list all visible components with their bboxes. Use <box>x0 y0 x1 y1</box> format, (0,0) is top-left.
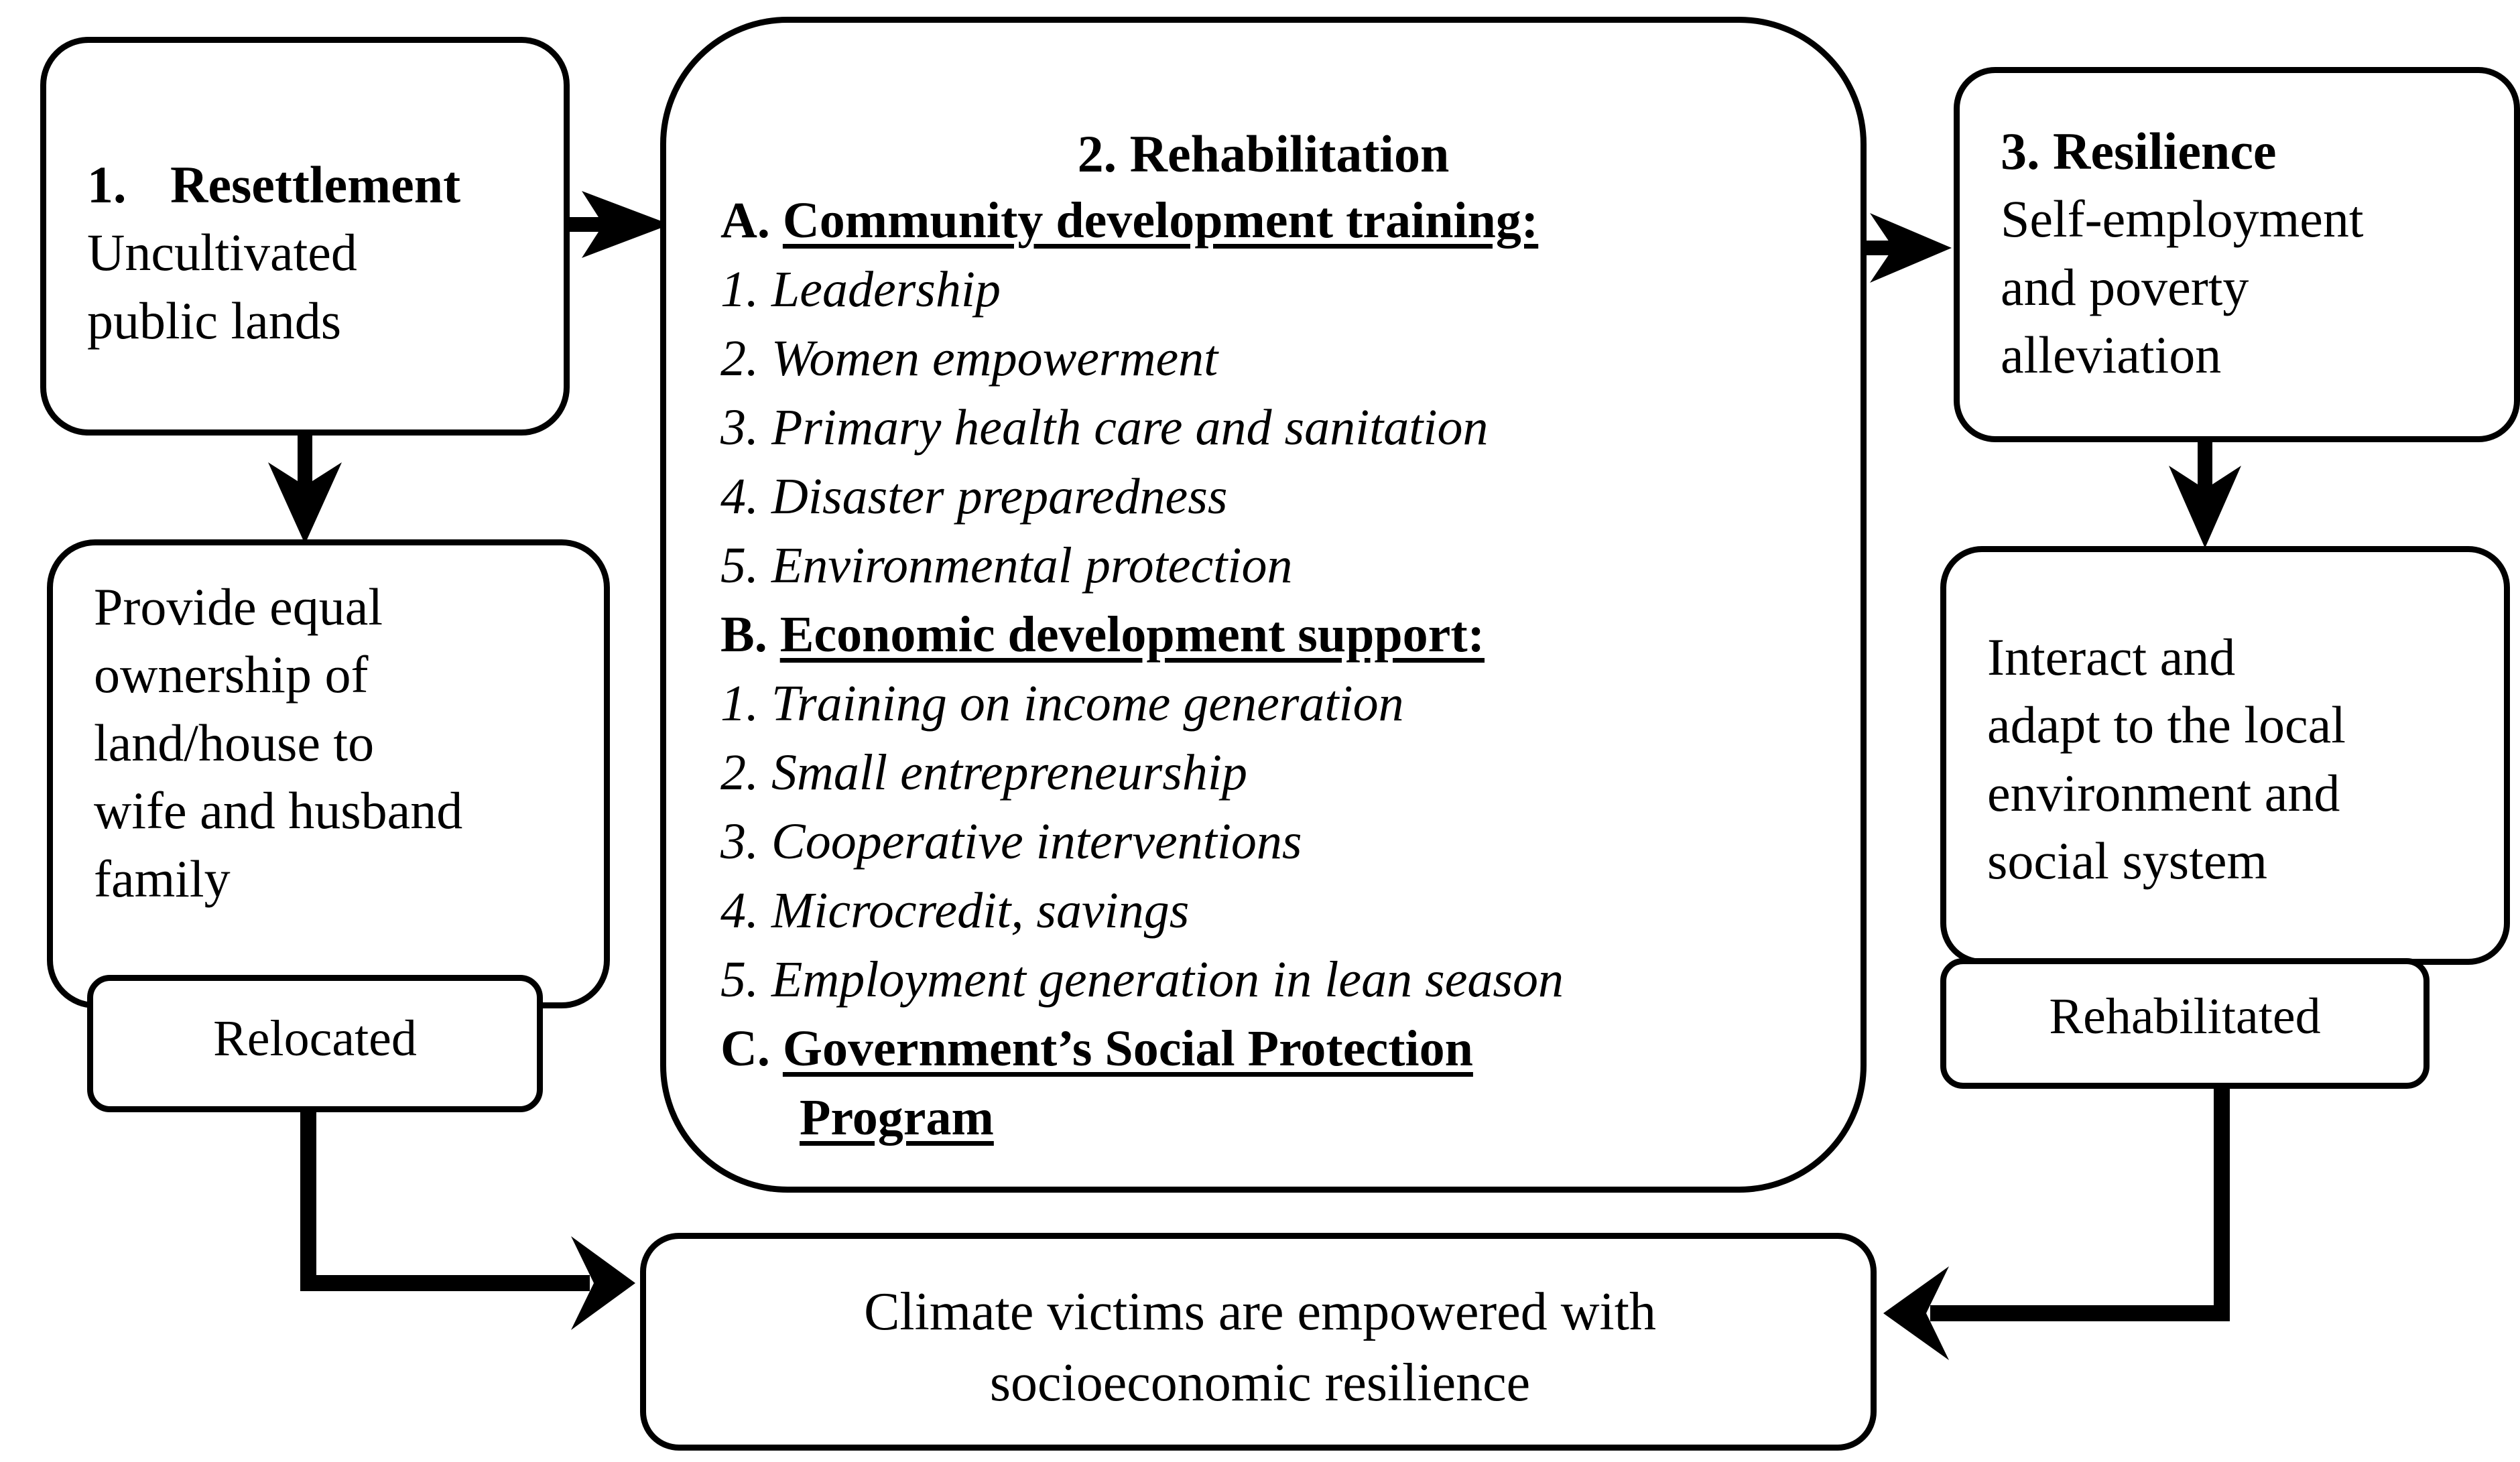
box-outcome-content: Climate victims are empowered with socio… <box>660 1276 1860 1419</box>
box-outcome[interactable] <box>640 1233 1877 1451</box>
box-interact-adapt[interactable] <box>1940 546 2510 965</box>
section-b-item-5: 5. Employment generation in lean season <box>720 951 1564 1008</box>
arrow-relocated-to-bottom <box>300 1112 635 1330</box>
box-rehabilitation[interactable] <box>660 17 1867 1193</box>
box-resilience[interactable] <box>1954 67 2520 442</box>
interact-line4: social system <box>1987 832 2268 890</box>
arrow-box1-to-box2 <box>570 191 670 258</box>
outcome-line2: socioeconomic resilience <box>989 1353 1531 1413</box>
section-c-title: Government’s Social Protection <box>782 1020 1473 1077</box>
section-b-item-3: 3. Cooperative interventions <box>720 813 1302 870</box>
interact-line2: adapt to the local <box>1987 695 2346 754</box>
relocated-label: Relocated <box>213 1010 417 1067</box>
section-a-item-1: 1. Leadership <box>720 261 1001 318</box>
rehabilitation-content: A. Community development training: 1. Le… <box>720 186 1860 1152</box>
box-equal-ownership-content: Provide equal ownership of land/house to… <box>94 573 603 913</box>
arrow-rehabilitated-to-bottom <box>1883 1089 2230 1360</box>
section-b-item-2: 2. Small entrepreneurship <box>720 744 1247 801</box>
outcome-line1: Climate victims are empowered with <box>864 1282 1656 1341</box>
ownership-line5: family <box>94 849 231 908</box>
section-a-item-3: 3. Primary health care and sanitation <box>720 399 1489 456</box>
resettlement-number: 1. <box>87 155 127 214</box>
box-equal-ownership[interactable] <box>47 539 610 1008</box>
box-resilience-content: 3. Resilience Self-employment and povert… <box>2001 117 2520 389</box>
box-interact-adapt-content: Interact and adapt to the local environm… <box>1987 623 2517 895</box>
interact-line1: Interact and <box>1987 628 2236 686</box>
section-a-item-5: 5. Environmental protection <box>720 537 1293 594</box>
section-a-item-4: 4. Disaster preparedness <box>720 468 1228 525</box>
arrow-box3-to-box3b <box>2169 442 2241 548</box>
section-a-item-2: 2. Women empowerment <box>720 330 1218 387</box>
box-resettlement[interactable] <box>40 37 570 436</box>
resilience-line4: alleviation <box>2001 326 2222 385</box>
section-a-title: Community development training: <box>782 192 1539 249</box>
box-resettlement-content: 1. Resettlement Uncultivated public land… <box>87 151 556 354</box>
resettlement-line3: public lands <box>87 291 342 350</box>
ownership-line4: wife and husband <box>94 781 463 840</box>
rehabilitation-heading: 2. Rehabilitation <box>1077 125 1450 183</box>
resilience-heading: 3. Resilience <box>2001 122 2277 180</box>
section-c-title-line2: Program <box>800 1089 994 1146</box>
section-c-letter: C. <box>720 1020 770 1077</box>
section-b-letter: B. <box>720 606 767 663</box>
resilience-line3: and poverty <box>2001 257 2249 316</box>
arrow-box1-to-box1b <box>268 436 342 544</box>
resettlement-title: Resettlement <box>170 155 461 214</box>
section-a-letter: A. <box>720 192 770 249</box>
section-c-heading: C. Government’s Social Protection <box>720 1014 1860 1083</box>
rehabilitated-label: Rehabilitated <box>2049 988 2321 1045</box>
resettlement-line2: Uncultivated <box>87 223 357 282</box>
label-box-rehabilitated[interactable] <box>1940 958 2430 1089</box>
section-b-item-4: 4. Microcredit, savings <box>720 882 1190 939</box>
ownership-line2: ownership of <box>94 645 369 704</box>
label-box-relocated[interactable] <box>87 975 543 1112</box>
resilience-line2: Self-employment <box>2001 190 2364 249</box>
section-b-heading: B. Economic development support: <box>720 600 1860 669</box>
ownership-line3: land/house to <box>94 713 375 772</box>
section-a-heading: A. Community development training: <box>720 186 1860 255</box>
arrow-box2-to-box3 <box>1867 213 1952 283</box>
ownership-line1: Provide equal <box>94 578 383 636</box>
resettlement-heading: 1. Resettlement <box>87 151 556 218</box>
section-c-heading-line2: Program <box>720 1083 1860 1152</box>
section-b-title: Economic development support: <box>779 606 1485 663</box>
interact-line3: environment and <box>1987 763 2340 822</box>
section-b-item-1: 1. Training on income generation <box>720 675 1404 732</box>
